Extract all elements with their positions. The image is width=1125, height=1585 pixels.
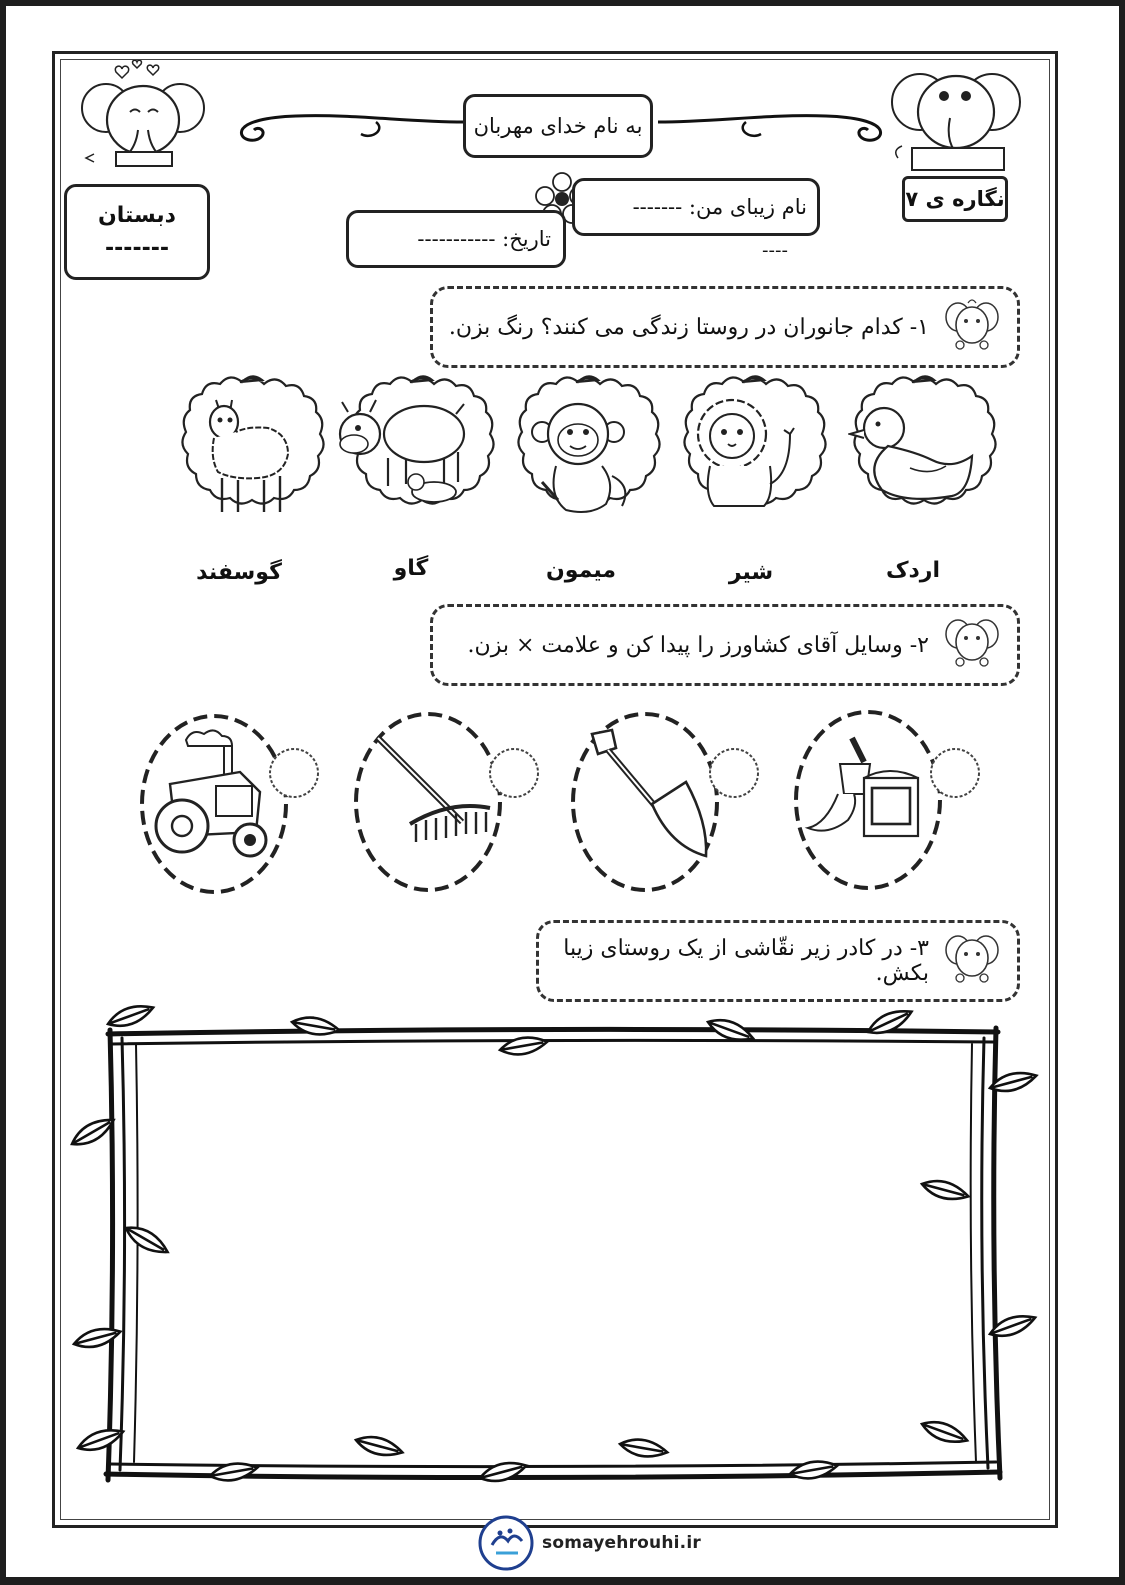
footer: somayehrouhi.ir xyxy=(478,1515,701,1571)
lesson-box: نگاره ی ۷ xyxy=(902,176,1008,222)
site-url[interactable]: somayehrouhi.ir xyxy=(542,1533,701,1553)
lion-icon[interactable] xyxy=(688,394,808,512)
shovel-icon[interactable] xyxy=(582,724,712,864)
duck-icon[interactable] xyxy=(848,398,978,508)
mini-elephant-icon xyxy=(944,928,1000,988)
animal-label-cow: گاو xyxy=(393,556,429,581)
date-box[interactable]: تاریخ: ----------- xyxy=(346,210,566,268)
mini-elephant-icon xyxy=(944,295,1000,355)
name-blank-continuation: ---- xyxy=(762,240,788,261)
question-3-text: ۳- در کادر زیر نقّاشی از یک روستای زیبا … xyxy=(563,936,929,986)
animal-label-lion: شیر xyxy=(728,560,774,585)
banner-swirls xyxy=(236,100,886,150)
drawing-frame[interactable] xyxy=(60,1004,1060,1504)
name-box[interactable]: نام زیبای من: ------- xyxy=(572,178,820,236)
question-2-text: ۲- وسایل آقای کشاورز را پیدا کن و علامت … xyxy=(467,632,929,658)
question-3-box: ۳- در کادر زیر نقّاشی از یک روستای زیبا … xyxy=(536,920,1020,1002)
tractor-icon[interactable] xyxy=(146,722,286,862)
animal-label-monkey: میمون xyxy=(546,558,616,583)
school-box: دبستان ------- xyxy=(64,184,210,280)
school-blank[interactable]: ------- xyxy=(105,236,169,261)
cow-icon[interactable] xyxy=(336,394,476,514)
question-1-text: ۱- کدام جانوران در روستا زندگی می کنند؟ … xyxy=(448,314,929,340)
page-border-outer xyxy=(52,51,1058,1528)
animal-label-sheep: گوسفند xyxy=(196,560,282,585)
sheep-icon[interactable] xyxy=(194,392,304,520)
monkey-icon[interactable] xyxy=(522,396,642,516)
date-label: تاریخ: ----------- xyxy=(417,227,551,251)
mini-elephant-icon xyxy=(944,612,1000,672)
elephant-sign-icon xyxy=(888,62,1024,174)
animal-label-duck: اردک xyxy=(885,558,941,583)
bismillah-box: به نام خدای مهربان xyxy=(463,94,653,158)
site-logo xyxy=(478,1515,534,1571)
page-border-inner xyxy=(60,59,1050,1520)
name-label: نام زیبای من: ------- xyxy=(632,195,807,219)
question-1-box: ۱- کدام جانوران در روستا زندگی می کنند؟ … xyxy=(430,286,1020,368)
elephant-hearts-icon xyxy=(78,60,208,172)
lesson-label: نگاره ی ۷ xyxy=(905,187,1005,211)
school-label: دبستان xyxy=(98,203,176,228)
bismillah-text: به نام خدای مهربان xyxy=(473,114,643,138)
question-2-box: ۲- وسایل آقای کشاورز را پیدا کن و علامت … xyxy=(430,604,1020,686)
paint-bucket-icon[interactable] xyxy=(802,734,932,854)
rake-icon[interactable] xyxy=(370,732,500,852)
